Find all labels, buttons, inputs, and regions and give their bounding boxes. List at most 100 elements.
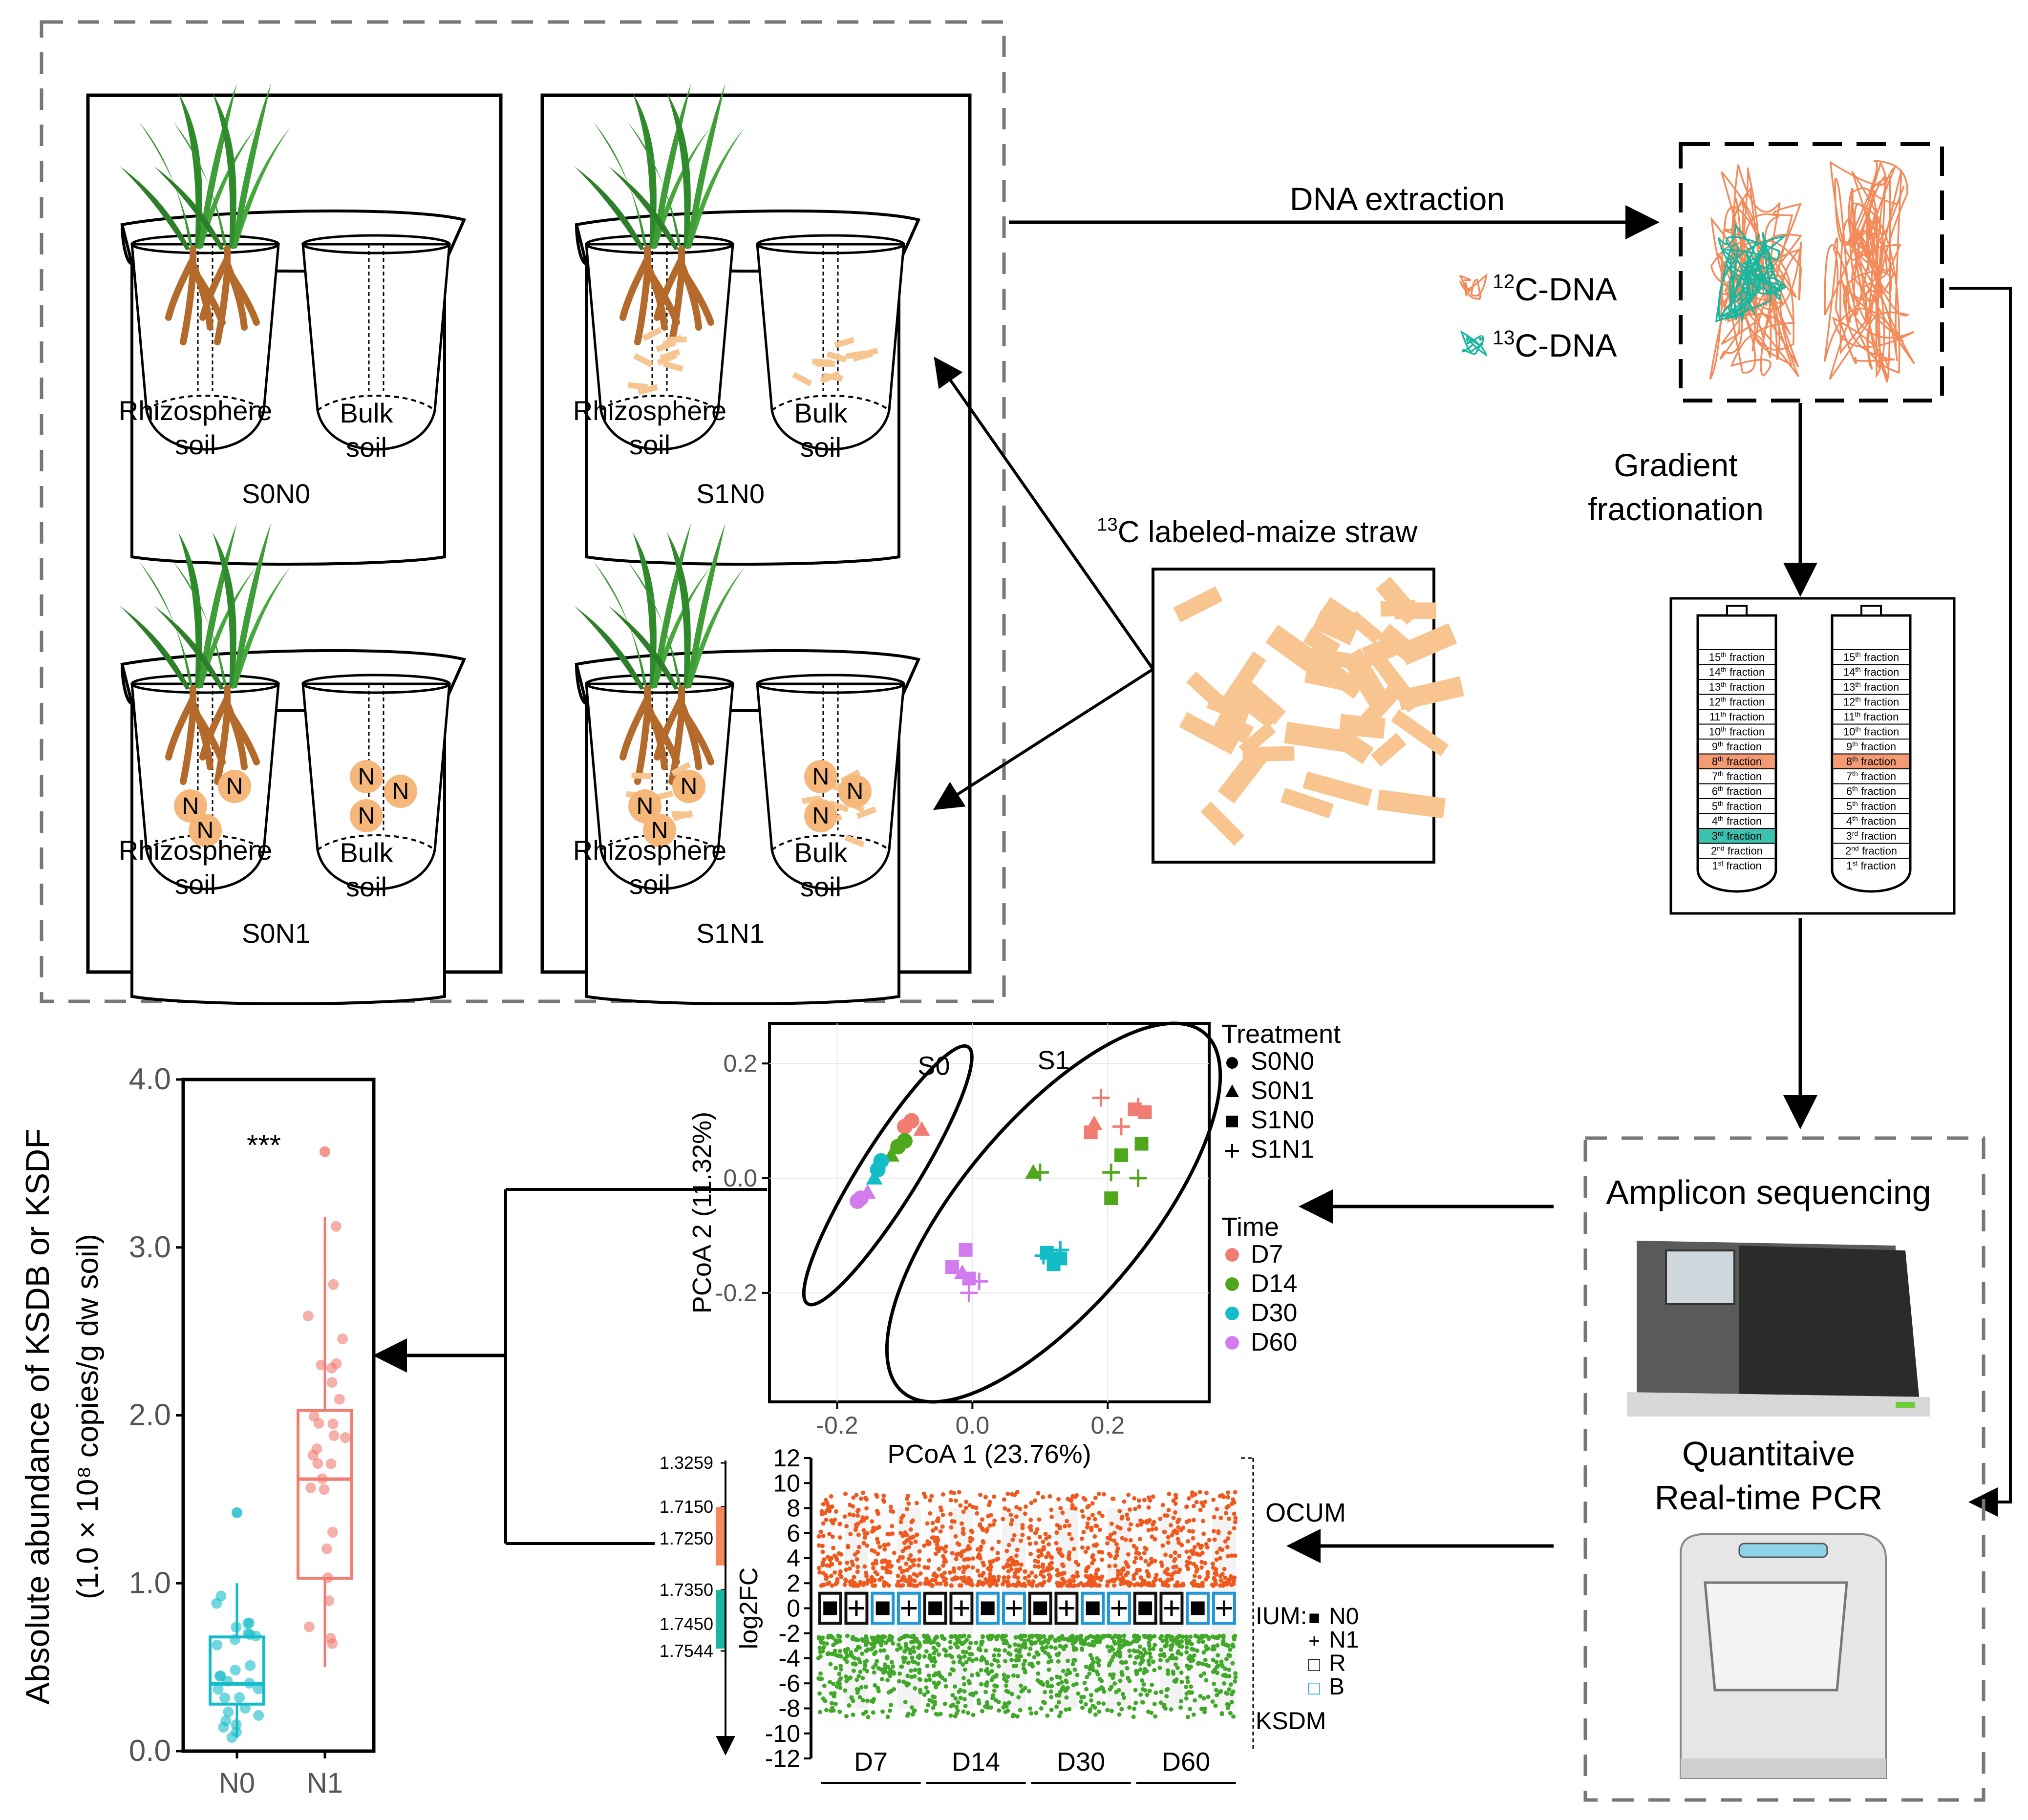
manhattan-point [1100,1557,1105,1562]
manhattan-point [870,1635,875,1640]
manhattan-point [816,1534,821,1539]
manhattan-point [984,1659,989,1664]
ium-legend-text: N0 [1329,1604,1359,1630]
manhattan-point [1216,1530,1221,1535]
manhattan-point [1222,1566,1227,1571]
manhattan-point [892,1550,897,1555]
manhattan-point [1151,1494,1155,1499]
manhattan-point [1055,1581,1060,1586]
manhattan-point [1087,1671,1092,1676]
fraction-label: 6th fraction [1846,785,1896,798]
pcoa-x-label: PCoA 1 (23.76%) [887,1439,1091,1469]
manhattan-point [1210,1699,1215,1704]
manhattan-point [918,1643,922,1648]
manhattan-point [1081,1514,1086,1519]
manhattan-point [855,1569,860,1574]
manhattan-point [1217,1633,1222,1638]
legend-time-item: D7 [1251,1240,1283,1269]
manhattan-point [1107,1649,1112,1653]
manhattan-point [1136,1498,1141,1503]
manhattan-point [963,1505,968,1510]
manhattan-point [1026,1689,1031,1693]
rhizosphere-label: soil [629,429,670,460]
manhattan-point [1147,1662,1152,1667]
manhattan-point [1047,1562,1052,1567]
manhattan-point [1018,1654,1023,1659]
manhattan-point [904,1561,909,1566]
experiment-frame [40,20,1006,1003]
manhattan-point [881,1498,886,1503]
manhattan-point [895,1647,899,1652]
manhattan-point [832,1691,837,1695]
manhattan-point [872,1642,876,1647]
straw-piece [1238,722,1276,757]
manhattan-point [1067,1671,1072,1675]
manhattan-point [1119,1516,1124,1521]
manhattan-point [948,1645,953,1650]
manhattan-y-tick: 8 [787,1495,800,1522]
manhattan-point [1162,1530,1167,1535]
manhattan-point [932,1702,937,1707]
legend-symbol [1225,1336,1239,1350]
manhattan-point [847,1703,852,1708]
manhattan-point [856,1532,861,1537]
manhattan-point [1123,1560,1128,1565]
manhattan-point [1034,1711,1039,1715]
manhattan-point [1123,1537,1128,1542]
manhattan-point [895,1583,899,1588]
manhattan-point [948,1498,953,1503]
manhattan-point [1222,1681,1227,1686]
manhattan-point [838,1664,843,1669]
manhattan-point [837,1677,842,1682]
manhattan-point [1012,1493,1017,1498]
legend-symbol [1226,1057,1238,1069]
manhattan-point [882,1547,887,1552]
straw-piece [845,350,866,360]
manhattan-point [1136,1582,1141,1587]
manhattan-point [1146,1519,1151,1524]
manhattan-point [1194,1564,1198,1569]
manhattan-point [1041,1540,1046,1545]
manhattan-point [983,1577,988,1582]
manhattan-point [1105,1644,1110,1649]
manhattan-point [994,1557,999,1562]
manhattan-point [1073,1494,1078,1499]
manhattan-point [1151,1659,1155,1664]
manhattan-point [1035,1527,1040,1532]
manhattan-point [1079,1581,1084,1586]
manhattan-point [938,1581,943,1586]
manhattan-point [917,1667,922,1672]
manhattan-point [866,1714,871,1719]
box-point [319,1484,330,1495]
manhattan-point [1058,1506,1063,1511]
manhattan-point [1005,1579,1010,1584]
manhattan-point [1202,1710,1207,1714]
n-marker: N [838,775,872,808]
manhattan-point [1212,1681,1217,1686]
manhattan-point [833,1666,838,1671]
ium-legend-text: N1 [1329,1627,1359,1653]
straw-piece [1186,671,1229,712]
manhattan-point [927,1653,932,1658]
manhattan-point [1085,1674,1089,1679]
fraction-label: 5th fraction [1846,800,1896,812]
boxplot-y-tick: 0.0 [129,1734,171,1768]
manhattan-point [1063,1524,1067,1528]
manhattan-point [1010,1537,1015,1542]
manhattan-point [875,1510,880,1515]
manhattan-point [942,1559,947,1564]
density-band-12c [716,1507,725,1566]
fraction-label: 15th fraction [1843,651,1899,663]
manhattan-point [1026,1652,1031,1657]
manhattan-point [996,1664,1001,1669]
straw-piece [671,762,691,777]
manhattan-point [1224,1505,1229,1510]
manhattan-point [860,1698,865,1703]
manhattan-point [1061,1563,1066,1568]
manhattan-point [1092,1534,1097,1539]
manhattan-point [1126,1564,1131,1569]
manhattan-point [816,1543,821,1548]
manhattan-point [819,1636,824,1641]
manhattan-point [1084,1569,1089,1574]
manhattan-point [967,1656,972,1661]
